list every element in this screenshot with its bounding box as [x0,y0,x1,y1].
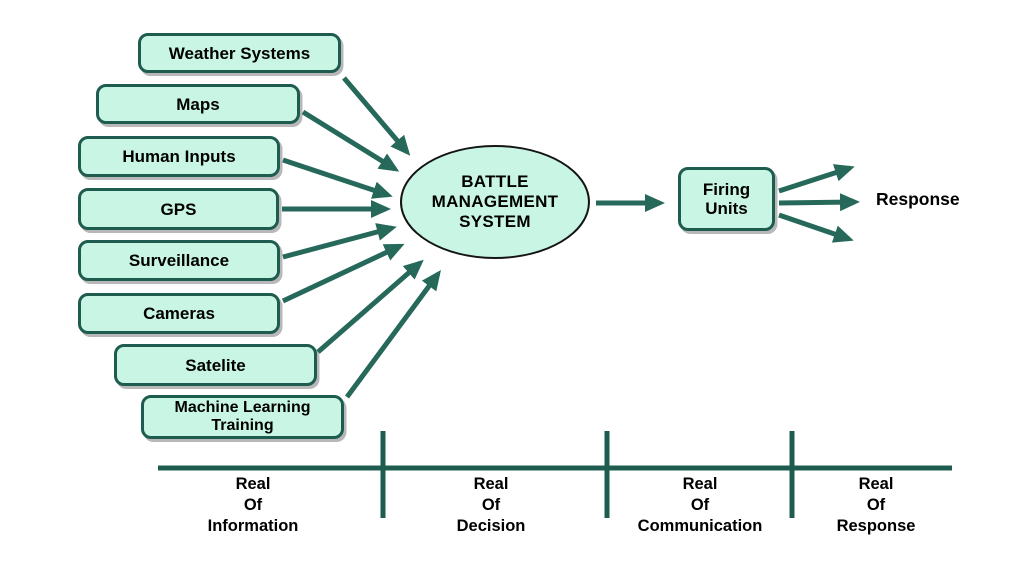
source-box-satelite: Satelite [114,344,317,386]
source-box-weather-systems: Weather Systems [138,33,341,73]
timeline-label-information-line-3: Information [207,517,299,535]
arrow-maps-to-bms [301,109,400,172]
timeline-label-response-line-2: Of [866,496,886,514]
response-label: Response [876,189,960,209]
bms-label-line-3: SYSTEM [459,212,531,231]
source-box-cameras: Cameras [78,293,280,334]
timeline-label-information-line-1: Real [235,475,271,493]
arrow-firing-to-response-bottom [778,212,854,243]
bms-label-line-1: BATTLE [461,172,529,191]
timeline-label-decision-line-1: Real [473,475,509,493]
timeline-label-communication-line-1: Real [682,475,718,493]
source-box-human-inputs: Human Inputs [78,136,280,177]
timeline-label-response: Real Of Response [786,474,966,537]
timeline-label-response-line-3: Response [836,517,916,535]
arrow-satelite-to-bms [316,259,424,354]
source-box-maps: Maps [96,84,300,124]
arrow-surveillance-to-bms [282,223,397,260]
timeline-label-response-line-1: Real [858,475,894,493]
timeline-label-communication-line-2: Of [690,496,710,514]
bms-ellipse: BATTLE MANAGEMENT SYSTEM [400,145,590,259]
timeline-label-decision: Real Of Decision [401,474,581,537]
arrow-weather-to-bms [342,76,411,156]
timeline-label-decision-line-3: Decision [456,517,526,535]
timeline-label-communication: Real Of Communication [610,474,790,537]
timeline-label-information-line-2: Of [243,496,263,514]
arrow-firing-to-response-top [778,164,855,194]
arrow-ml-training-to-bms [344,269,441,399]
firing-units-box: Firing Units [678,167,775,231]
bms-label-line-2: MANAGEMENT [431,192,559,211]
arrow-human-inputs-to-bms [282,157,393,199]
source-box-surveillance: Surveillance [78,240,280,281]
arrow-firing-to-response-mid [778,193,860,212]
timeline-label-information: Real Of Information [163,474,343,537]
arrow-cameras-to-bms [281,243,405,304]
timeline-label-communication-line-3: Communication [637,517,763,535]
source-box-gps: GPS [78,188,279,230]
source-box-machine-learning-training: Machine Learning Training [141,395,344,439]
timeline-label-decision-line-2: Of [481,496,501,514]
